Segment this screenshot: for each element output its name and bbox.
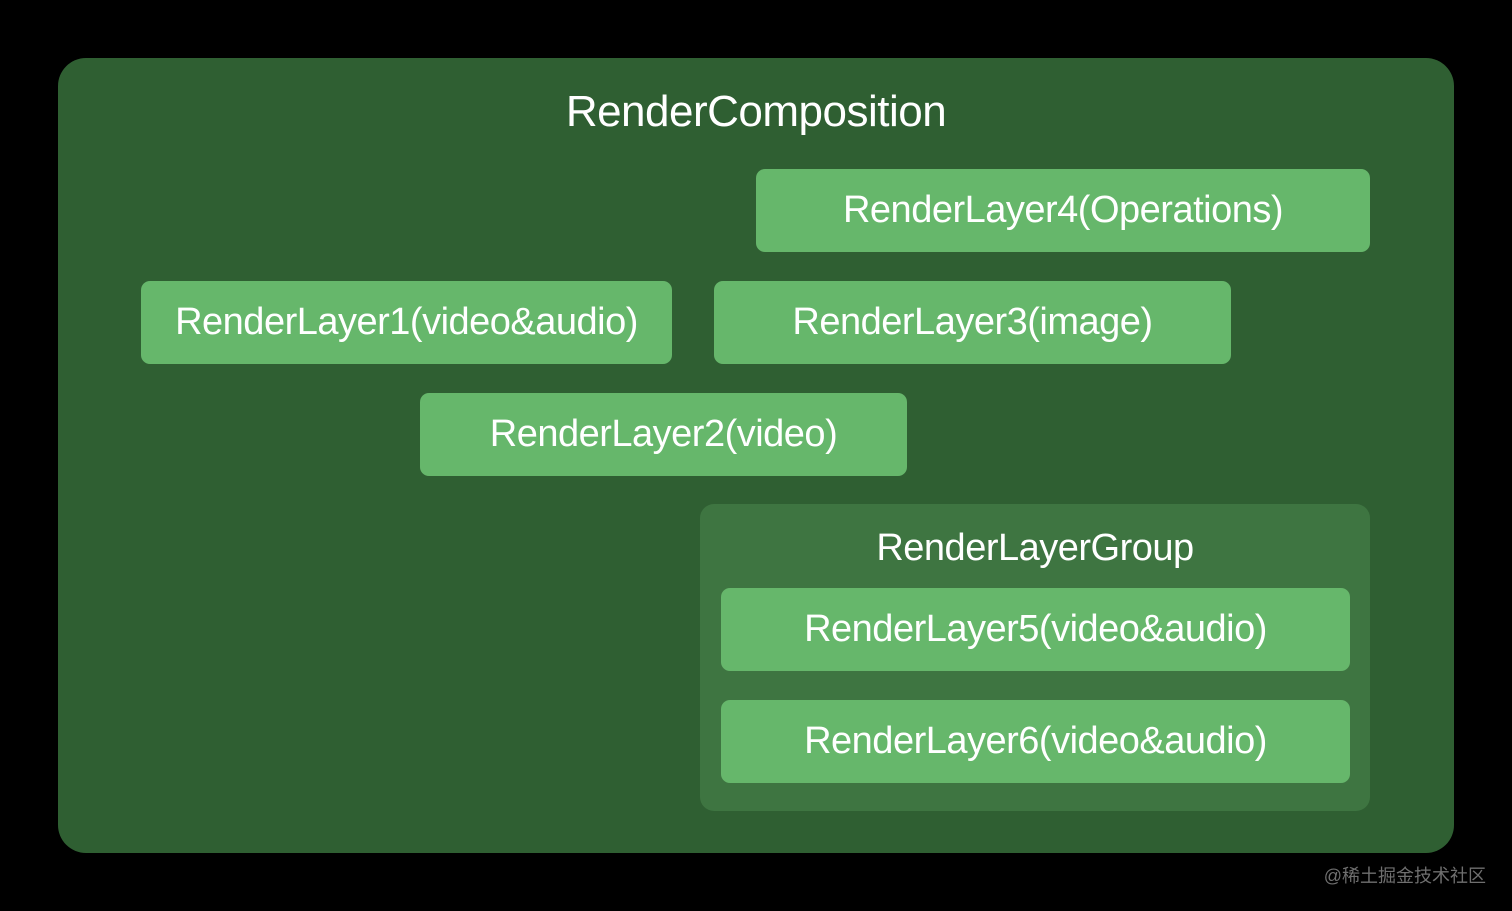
render-layer-group-title: RenderLayerGroup xyxy=(876,527,1194,569)
render-layer-4: RenderLayer4(Operations) xyxy=(756,169,1370,252)
render-composition-title: RenderComposition xyxy=(565,87,947,136)
render-layer-3: RenderLayer3(image) xyxy=(714,281,1231,364)
render-layer-5: RenderLayer5(video&audio) xyxy=(721,588,1350,671)
render-layer-6: RenderLayer6(video&audio) xyxy=(721,700,1350,783)
render-layer-2: RenderLayer2(video) xyxy=(420,393,907,476)
render-composition-container: RenderComposition RenderLayer4(Operation… xyxy=(58,58,1454,853)
watermark: @稀土掘金技术社区 xyxy=(1323,866,1486,886)
render-layer-group-container: RenderLayerGroup RenderLayer5(video&audi… xyxy=(700,504,1370,811)
render-layer-1: RenderLayer1(video&audio) xyxy=(141,281,672,364)
